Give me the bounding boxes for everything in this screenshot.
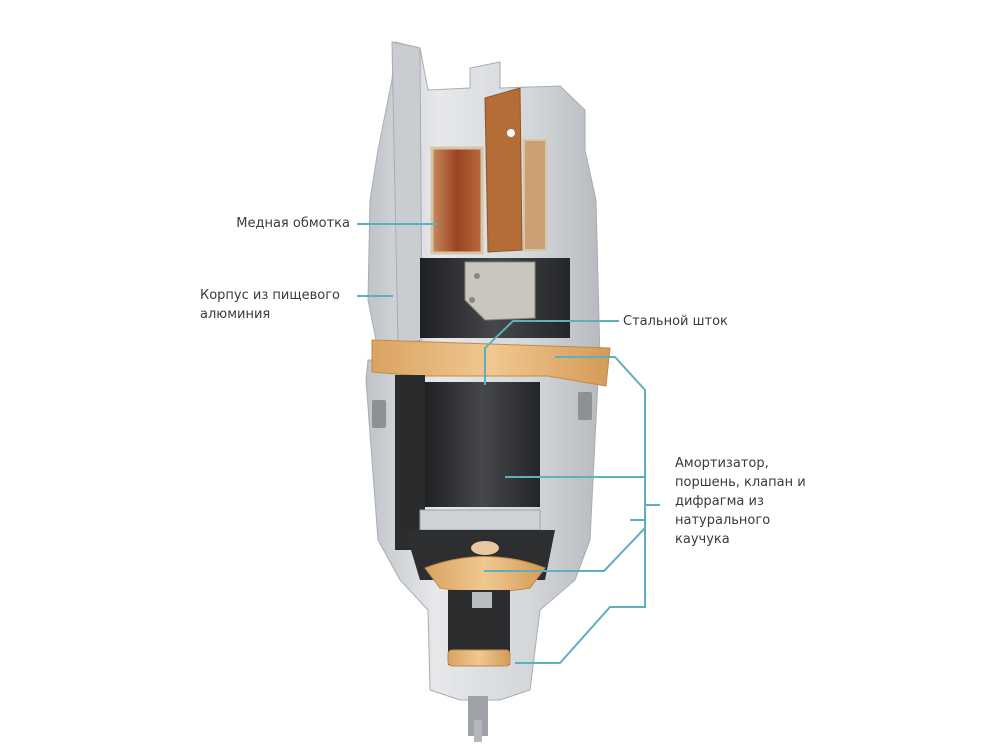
label-rubber-parts: Амортизатор, поршень, клапан и дифрагма … <box>675 456 806 547</box>
interior <box>371 87 611 667</box>
leader-steel-rod <box>484 320 619 385</box>
leader-lines <box>357 223 660 664</box>
label-food-aluminum-housing: Корпус из пищевого алюминия <box>200 288 340 322</box>
label-steel-rod: Стальной шток <box>623 314 728 329</box>
label-copper-winding: Медная обмотка <box>236 216 350 231</box>
